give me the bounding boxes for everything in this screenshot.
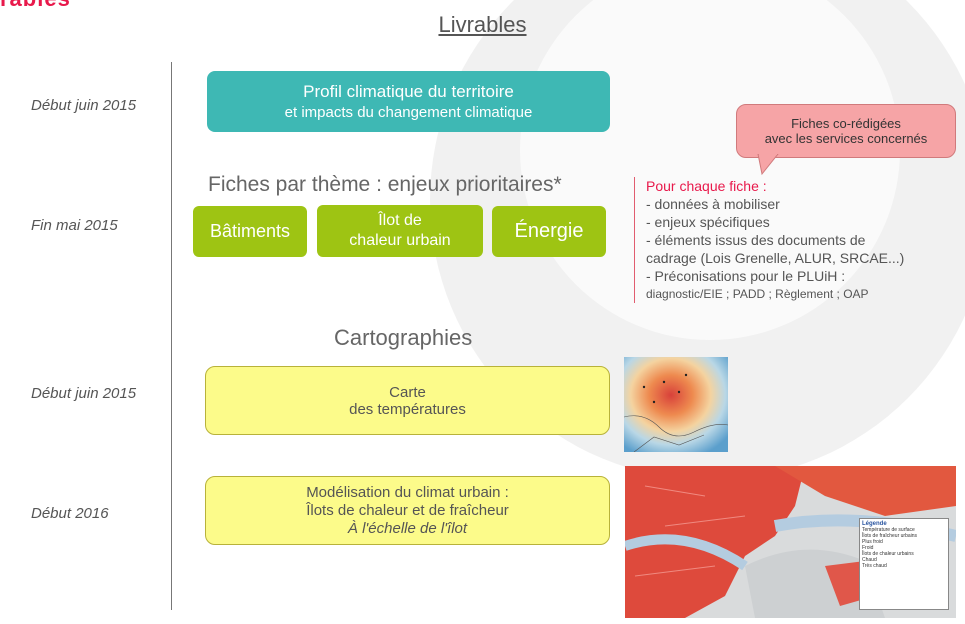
theme-label: Énergie xyxy=(514,220,584,242)
callout-bubble: Fiches co-rédigées avec les services con… xyxy=(736,104,956,158)
list-header: Pour chaque fiche : xyxy=(646,178,767,194)
pour-chaque-fiche-list: Pour chaque fiche : - données à mobilise… xyxy=(634,177,965,303)
profil-climatique-box: Profil climatique du territoire et impac… xyxy=(207,71,610,132)
carte-line1: Carte xyxy=(389,383,426,401)
legend-item: Îlots de fraîcheur urbains xyxy=(862,533,918,539)
theme-batiments: Bâtiments xyxy=(193,206,307,257)
timeline-line xyxy=(171,62,172,610)
temperature-map-image xyxy=(624,357,728,452)
legend-item: Îlots de chaleur urbains xyxy=(862,551,914,557)
fiches-heading: Fiches par thème : enjeux prioritaires* xyxy=(208,173,562,196)
callout-line2: avec les services concernés xyxy=(764,131,928,146)
timeline-date: Début juin 2015 xyxy=(31,97,137,114)
urban-heat-map-image: Légende Température de surface Îlots de … xyxy=(625,466,956,618)
list-item: - éléments issus des documents de xyxy=(646,232,866,248)
legend-item: Plus froid xyxy=(862,539,883,545)
legend-item: Froid xyxy=(862,545,874,551)
partial-header-title: rables xyxy=(0,0,71,12)
list-item: cadrage (Lois Grenelle, ALUR, SRCAE...) xyxy=(646,250,905,266)
legend-title: Légende xyxy=(862,521,887,527)
callout-tail xyxy=(757,154,779,176)
profil-line2: et impacts du changement climatique xyxy=(284,104,533,121)
profil-line1: Profil climatique du territoire xyxy=(303,82,514,101)
theme-energie: Énergie xyxy=(492,206,606,257)
theme-label: Bâtiments xyxy=(209,221,291,241)
carte-line2: des températures xyxy=(349,400,466,418)
background-shape xyxy=(520,0,900,340)
modelisation-box: Modélisation du climat urbain : Îlots de… xyxy=(205,476,610,545)
timeline-date: Début 2016 xyxy=(31,505,109,522)
legend-item: Chaud xyxy=(862,557,877,563)
timeline-date: Début juin 2015 xyxy=(31,385,137,402)
callout-line1: Fiches co-rédigées xyxy=(791,116,901,131)
modelisation-line2: Îlots de chaleur et de fraîcheur xyxy=(306,501,509,519)
legend-item: Très chaud xyxy=(862,563,887,569)
list-item: diagnostic/EIE ; PADD ; Règlement ; OAP xyxy=(646,287,869,301)
map-legend: Légende Température de surface Îlots de … xyxy=(859,518,949,610)
modelisation-line1: Modélisation du climat urbain : xyxy=(306,483,509,501)
list-item: - enjeux spécifiques xyxy=(646,214,770,230)
theme-label: Îlot de xyxy=(378,212,422,229)
legend-item: Température de surface xyxy=(862,527,915,533)
modelisation-line3: À l'échelle de l'îlot xyxy=(347,519,468,537)
timeline-date: Fin mai 2015 xyxy=(31,217,118,234)
theme-ilot: Îlot de chaleur urbain xyxy=(317,205,483,257)
theme-label: chaleur urbain xyxy=(349,232,451,249)
list-item: - données à mobiliser xyxy=(646,196,780,212)
carte-temperatures-box: Carte des températures xyxy=(205,366,610,435)
list-item: - Préconisations pour le PLUiH : xyxy=(646,268,846,284)
cartographies-heading: Cartographies xyxy=(334,325,473,350)
page-title: Livrables xyxy=(438,12,527,37)
